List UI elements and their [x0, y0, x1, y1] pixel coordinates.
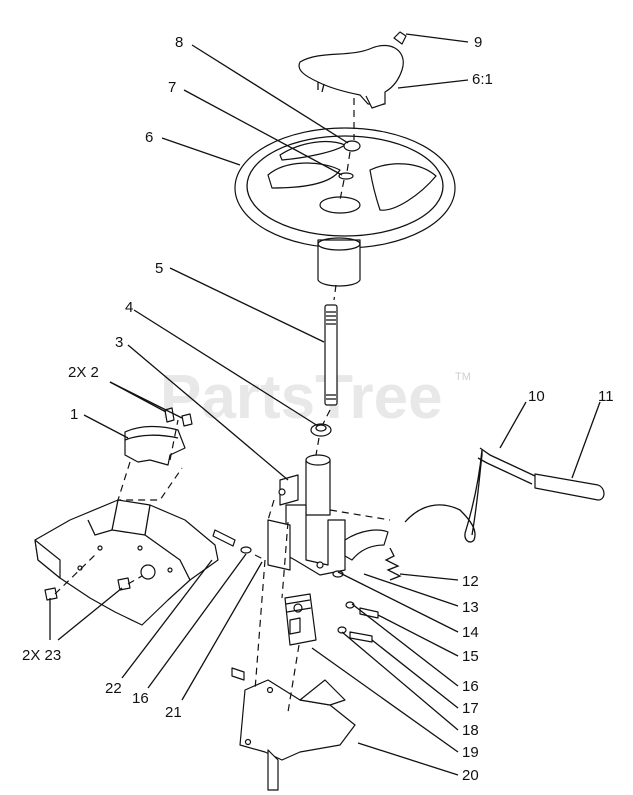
- callout-2x23: 2X 23: [22, 647, 61, 664]
- callout-3: 3: [115, 334, 123, 351]
- callout-15: 15: [462, 648, 479, 665]
- callout-21: 21: [165, 704, 182, 721]
- callout-17: 17: [462, 700, 479, 717]
- callout-14: 14: [462, 624, 479, 641]
- callout-10: 10: [528, 388, 545, 405]
- callout-16-left: 16: [132, 690, 149, 707]
- callout-5: 5: [155, 260, 163, 277]
- wheel-nut-and-washer: [338, 140, 361, 180]
- callout-6: 6: [145, 129, 153, 146]
- callout-11: 11: [598, 388, 614, 405]
- callout-16-right: 16: [462, 678, 479, 695]
- callout-12: 12: [462, 573, 479, 590]
- bolts-washers: [332, 570, 379, 643]
- steering-shaft: [324, 304, 338, 406]
- steering-wheel-cap: [298, 44, 404, 109]
- callout-13: 13: [462, 599, 479, 616]
- callout-18: 18: [462, 722, 479, 739]
- lever-arm: [344, 529, 389, 561]
- callout-1: 1: [70, 406, 78, 423]
- bracket-bolts: [164, 407, 193, 427]
- callout-6-1: 6:1: [472, 71, 493, 88]
- watermark-text: PartsTree: [160, 363, 443, 432]
- upper-bracket: [124, 425, 186, 466]
- steering-gear: [284, 593, 317, 646]
- spring: [384, 547, 402, 581]
- steering-wheel: [234, 127, 456, 287]
- watermark: PartsTree TM: [160, 363, 471, 432]
- watermark-trademark: TM: [455, 371, 471, 383]
- column-bolt: [212, 529, 252, 554]
- base-bolt: [231, 667, 245, 681]
- callout-labels: 9 8 6:1 7 6 5 4 3 2X 2 1 10 11 12 13 14 …: [22, 34, 614, 784]
- frame-plate: [34, 499, 219, 626]
- callout-7: 7: [168, 79, 176, 96]
- base-bracket: [239, 679, 356, 791]
- control-rod: [404, 447, 536, 543]
- callout-8: 8: [175, 34, 183, 51]
- callout-19: 19: [462, 744, 479, 761]
- shaft-bushing: [310, 423, 332, 437]
- cap-clip: [393, 31, 407, 45]
- callout-2x2: 2X 2: [68, 364, 99, 381]
- leader-lines: [49, 33, 601, 776]
- callout-22: 22: [105, 680, 122, 697]
- rod-grip: [534, 473, 605, 501]
- callout-9: 9: [474, 34, 482, 51]
- frame-bolts: [44, 577, 131, 601]
- callout-4: 4: [125, 299, 133, 316]
- callout-20: 20: [462, 767, 479, 784]
- steering-column-bracket: [267, 454, 346, 576]
